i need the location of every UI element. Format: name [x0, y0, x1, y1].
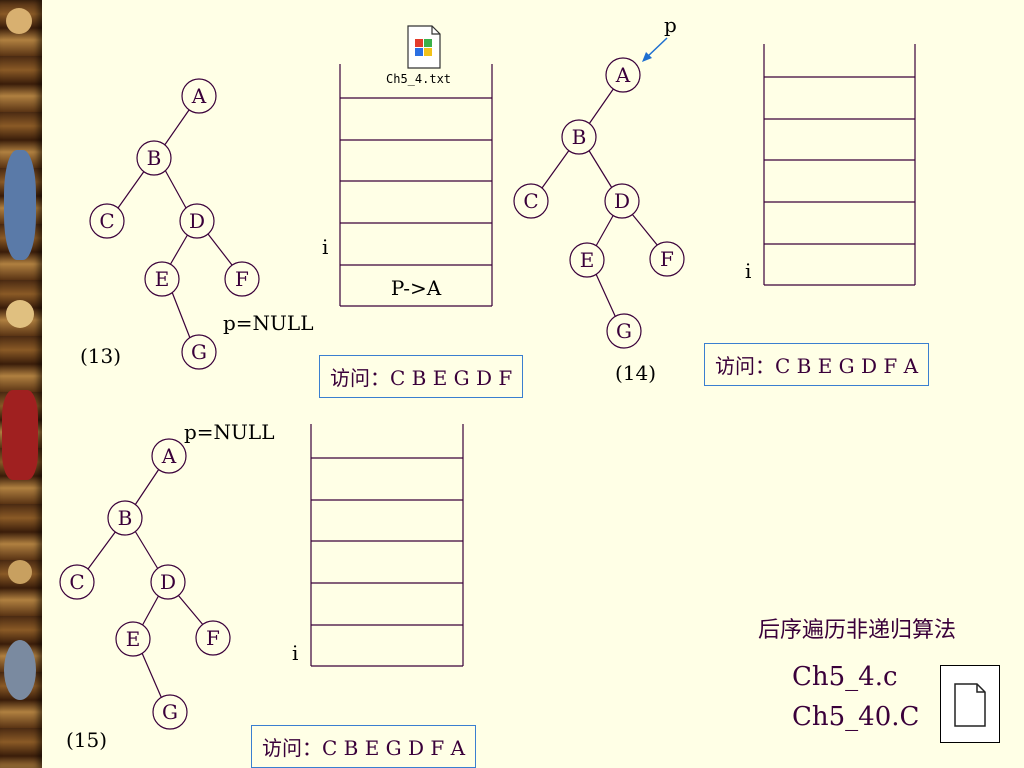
node-label: G	[191, 340, 207, 364]
tree-15: A B C D E F G p=NULL (15)	[59, 420, 274, 752]
stack-13	[339, 64, 493, 307]
tree-edge	[631, 213, 659, 247]
tree-edge	[595, 273, 617, 319]
decor-orb	[6, 8, 32, 34]
algorithm-title: 后序遍历非递归算法	[758, 618, 957, 643]
tree-node	[150, 564, 186, 600]
tree-node	[181, 334, 217, 370]
step-label: (13)	[80, 344, 121, 368]
tree-node	[513, 183, 549, 219]
tree-node	[181, 78, 217, 114]
tree-node	[107, 500, 143, 536]
tree-node	[115, 621, 151, 657]
tree-edge	[595, 213, 615, 247]
node-label: C	[69, 570, 84, 594]
pointer-arrow	[642, 37, 668, 62]
tree-edge	[117, 169, 146, 209]
tree-edge	[141, 652, 163, 700]
tree-node	[151, 438, 187, 474]
pointer-label: p=NULL	[184, 420, 274, 444]
tree-node	[136, 140, 172, 176]
tree-node	[152, 694, 188, 730]
tree-edge	[588, 87, 615, 125]
pointer-label: p=NULL	[223, 311, 313, 335]
pointer-label: p	[664, 13, 677, 37]
file-link-ch5-40[interactable]: Ch5_40.C	[792, 702, 920, 732]
tree-node	[606, 313, 642, 349]
pointer-arrow-line	[645, 37, 668, 59]
node-label: G	[162, 700, 178, 724]
decor-orb	[4, 150, 36, 260]
pointer-arrow-head	[642, 52, 652, 62]
decorative-side-strip	[0, 0, 42, 768]
tree-edges	[541, 87, 659, 319]
tree-edge	[134, 530, 159, 570]
tree-edge	[141, 594, 160, 627]
decor-orb	[6, 300, 34, 328]
node-label: A	[615, 63, 631, 87]
decor-orb	[4, 640, 36, 700]
visit-output-13: 访问：C B E G D F	[319, 355, 524, 398]
tree-edge	[587, 148, 613, 189]
text-file-icon[interactable]	[404, 24, 444, 70]
node-label: D	[614, 189, 630, 213]
step-label: (14)	[615, 361, 656, 385]
node-label: B	[572, 125, 587, 149]
node-label: A	[191, 84, 207, 108]
node-label: B	[118, 506, 133, 530]
node-label: D	[160, 570, 176, 594]
tree-node	[224, 261, 260, 297]
visit-output-15: 访问：C B E G D F A	[251, 725, 477, 768]
node-label: C	[523, 189, 538, 213]
tree-13: A B C D E F G (13) p=NULL	[80, 78, 313, 370]
tree-edge	[541, 148, 571, 189]
tree-edge	[163, 109, 190, 147]
file-caption: Ch5_4.txt	[386, 72, 452, 86]
stack-index-label: i	[745, 259, 751, 283]
tree-edges	[117, 109, 233, 339]
tree-node	[144, 261, 180, 297]
step-label: (15)	[66, 728, 107, 752]
node-label: D	[189, 209, 205, 233]
tree-edge	[134, 468, 160, 506]
tree-node	[561, 119, 597, 155]
node-label: F	[235, 267, 249, 291]
visit-output-14: 访问：C B E G D F A	[704, 343, 930, 386]
tree-node	[605, 57, 641, 93]
tree-node	[604, 183, 640, 219]
tree-node	[195, 620, 231, 656]
tree-node	[179, 203, 215, 239]
stack-index-label: i	[322, 235, 328, 259]
node-label: G	[616, 319, 632, 343]
stack-slot: P->A	[391, 276, 442, 300]
tree-node	[89, 203, 125, 239]
tree-edges	[87, 468, 205, 700]
node-label: C	[99, 209, 114, 233]
stack-index-label: i	[292, 641, 298, 665]
tree-node	[59, 564, 95, 600]
tree-edge	[177, 594, 205, 627]
node-label: E	[126, 627, 141, 651]
tree-edge	[207, 233, 233, 266]
tree-node	[569, 242, 605, 278]
stack-15	[310, 424, 464, 667]
tree-edge	[169, 233, 189, 266]
file-link-ch5-4[interactable]: Ch5_4.c	[792, 662, 898, 692]
decor-orb	[8, 560, 32, 584]
node-label: E	[155, 267, 170, 291]
tree-edge	[171, 291, 191, 339]
node-label: A	[161, 444, 177, 468]
node-label: E	[580, 248, 595, 272]
document-icon[interactable]	[940, 665, 1000, 743]
node-label: B	[147, 146, 162, 170]
tree-14: A B C D E F G p (14)	[513, 13, 685, 385]
node-label: F	[660, 247, 674, 271]
tree-edge	[164, 169, 187, 209]
tree-node	[649, 241, 685, 277]
decor-orb	[2, 390, 38, 480]
stack-14	[763, 44, 916, 286]
node-label: F	[206, 626, 220, 650]
tree-edge	[87, 530, 117, 570]
